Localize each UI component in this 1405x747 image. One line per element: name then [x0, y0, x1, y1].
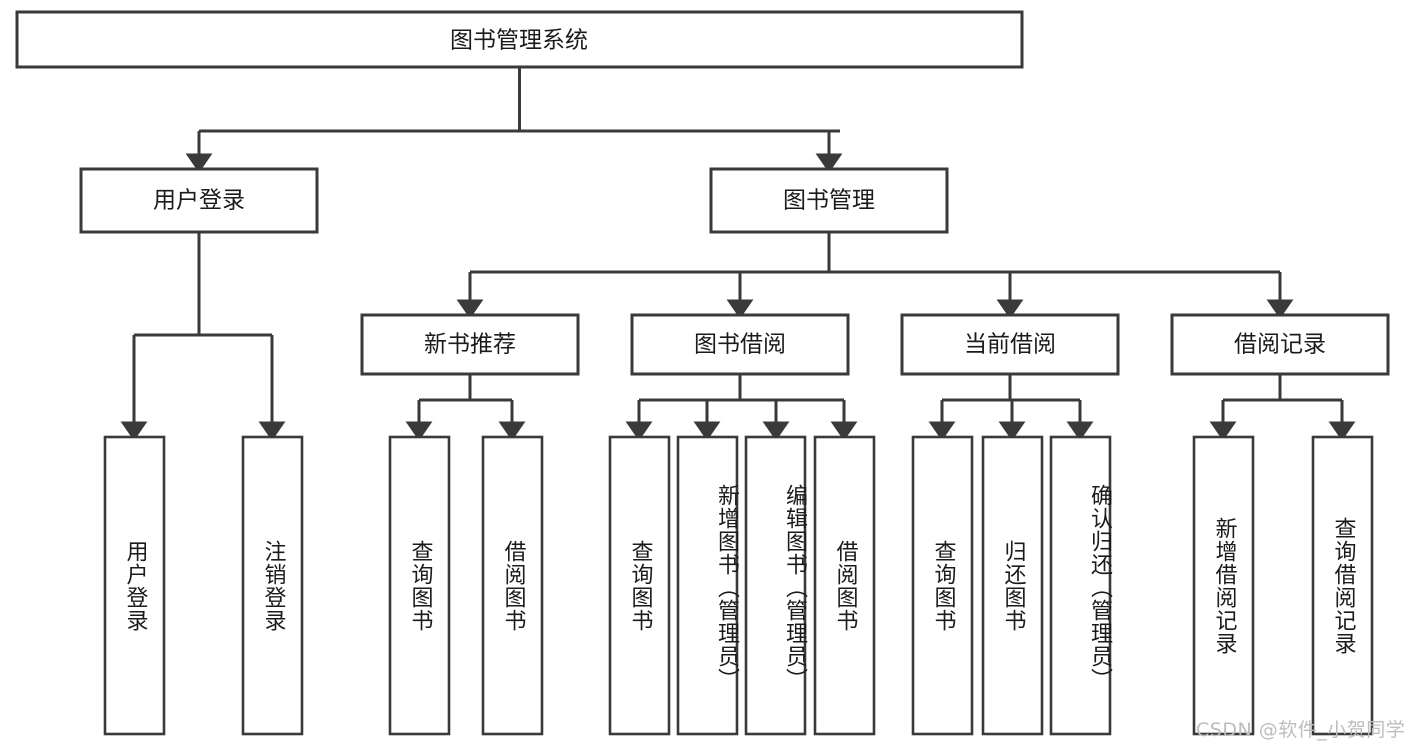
leaf-box-query-book-nbr[interactable] — [388, 435, 451, 736]
connector-group-current-borrow-to-leaves — [928, 374, 1094, 441]
node-root-system-label: 图书管理系统 — [450, 28, 588, 54]
node-borrow-record-label: 借阅记录 — [1234, 332, 1326, 358]
connector-group-borrow-record-to-leaves — [1209, 374, 1356, 441]
node-new-book-recommend[interactable]: 新书推荐 — [360, 313, 580, 376]
leaf-box-edit-book-admin[interactable] — [744, 435, 807, 736]
node-book-management[interactable]: 图书管理 — [709, 167, 949, 234]
leaf-box-borrow-book-nbr[interactable] — [481, 435, 544, 736]
node-current-borrow[interactable]: 当前借阅 — [900, 313, 1120, 376]
leaf-box-return-book[interactable] — [981, 435, 1044, 736]
node-user-login-label: 用户登录 — [153, 188, 245, 214]
leaf-box-add-borrow-record[interactable] — [1192, 435, 1255, 736]
node-book-management-label: 图书管理 — [783, 188, 875, 214]
leaf-box-query-book-cb[interactable] — [911, 435, 974, 736]
connector-group-book-manage-to-level3 — [456, 232, 1294, 319]
node-current-borrow-box — [900, 313, 1120, 376]
node-new-book-recommend-label: 新书推荐 — [424, 332, 516, 358]
node-current-borrow-label: 当前借阅 — [964, 332, 1056, 358]
node-book-management-box — [709, 167, 949, 234]
node-book-borrow-label: 图书借阅 — [694, 332, 786, 358]
leaf-box-query-book-bb[interactable] — [608, 435, 671, 736]
node-book-borrow[interactable]: 图书借阅 — [630, 313, 850, 376]
leaf-box-confirm-return-admin[interactable] — [1049, 435, 1112, 736]
node-borrow-record-box — [1170, 313, 1390, 376]
node-book-borrow-box — [630, 313, 850, 376]
node-root-system-box — [15, 10, 1024, 69]
leaf-box-borrow-book-bb[interactable] — [813, 435, 876, 736]
node-user-login[interactable]: 用户登录 — [79, 167, 319, 234]
leaf-box-group — [103, 435, 1374, 736]
connector-group-root-to-level2 — [185, 67, 843, 173]
connector-group-user-login-to-leaves — [120, 232, 286, 441]
node-borrow-record[interactable]: 借阅记录 — [1170, 313, 1390, 376]
leaf-box-user-login[interactable] — [103, 435, 166, 736]
connector-group-new-book-rec-to-leaves — [405, 374, 526, 441]
node-root-system[interactable]: 图书管理系统 — [15, 10, 1024, 69]
connector-group-book-borrow-to-leaves — [625, 374, 858, 441]
node-user-login-box — [79, 167, 319, 234]
leaf-box-query-borrow-record[interactable] — [1311, 435, 1374, 736]
leaf-box-add-book-admin[interactable] — [676, 435, 739, 736]
leaf-box-logout[interactable] — [241, 435, 304, 736]
node-new-book-recommend-box — [360, 313, 580, 376]
csdn-watermark: CSDN @软件_小贺同学 — [1196, 719, 1405, 741]
